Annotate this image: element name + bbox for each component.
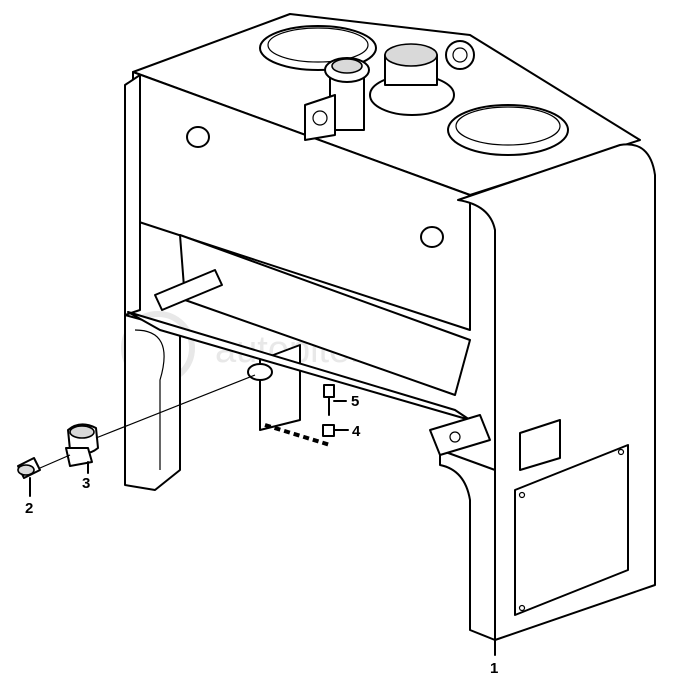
callout-label-3: 3 xyxy=(82,475,90,492)
callout-leaders xyxy=(29,400,496,656)
callout-label-1: 1 xyxy=(490,660,498,677)
callout-label-4: 4 xyxy=(352,423,361,440)
top-fittings xyxy=(259,25,569,156)
callout-labels: 2 3 5 4 1 xyxy=(25,393,498,677)
callout-label-2: 2 xyxy=(25,500,33,517)
drain-fitting-assembly xyxy=(17,363,335,479)
side-plate xyxy=(514,419,629,616)
callout-label-5: 5 xyxy=(351,393,359,410)
bosses xyxy=(154,126,444,311)
